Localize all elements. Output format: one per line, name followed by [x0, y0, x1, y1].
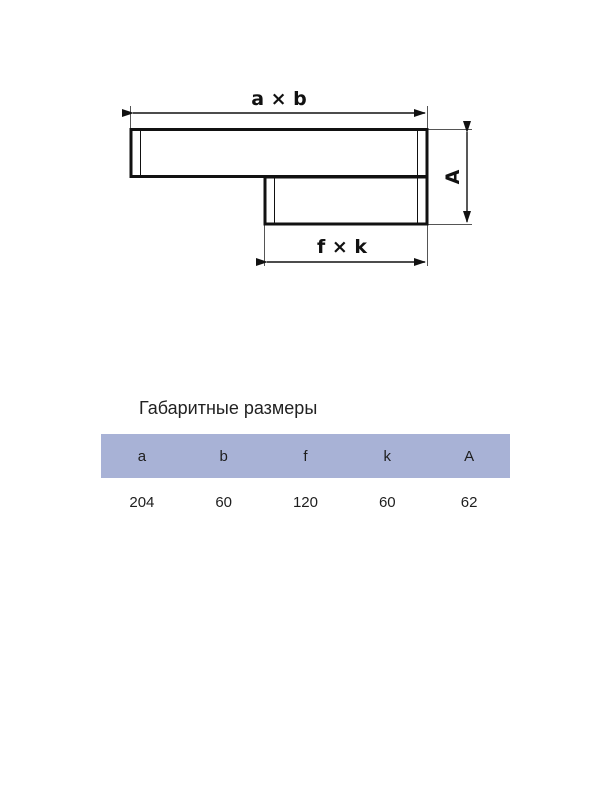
bottom-duct-rect	[263, 175, 429, 226]
top-duct-rect	[129, 128, 429, 178]
section-title: Габаритные размеры	[139, 398, 318, 418]
header-cell-a: a	[137, 447, 147, 465]
header-cell-k: k	[383, 447, 392, 465]
value-b: 60	[215, 493, 233, 511]
dimensions-table: a b f k A 204 60 120 60 62	[101, 434, 510, 526]
dimension-label-a-b: a × b	[251, 88, 307, 110]
header-cell-A: A	[464, 447, 475, 465]
value-f: 120	[292, 493, 318, 511]
header-cell-b: b	[219, 447, 228, 465]
dimension-label-f-k: f × k	[317, 236, 367, 258]
header-cell-f: f	[303, 447, 308, 465]
duct-adapter-drawing: a × b A f × k	[122, 88, 472, 266]
value-A: 62	[460, 493, 478, 511]
table-row: 204 60 120 60 62	[101, 478, 510, 526]
value-a: 204	[129, 493, 155, 511]
table-header: a b f k A	[101, 434, 510, 478]
value-k: 60	[378, 493, 396, 511]
dimension-label-A: A	[442, 169, 464, 184]
